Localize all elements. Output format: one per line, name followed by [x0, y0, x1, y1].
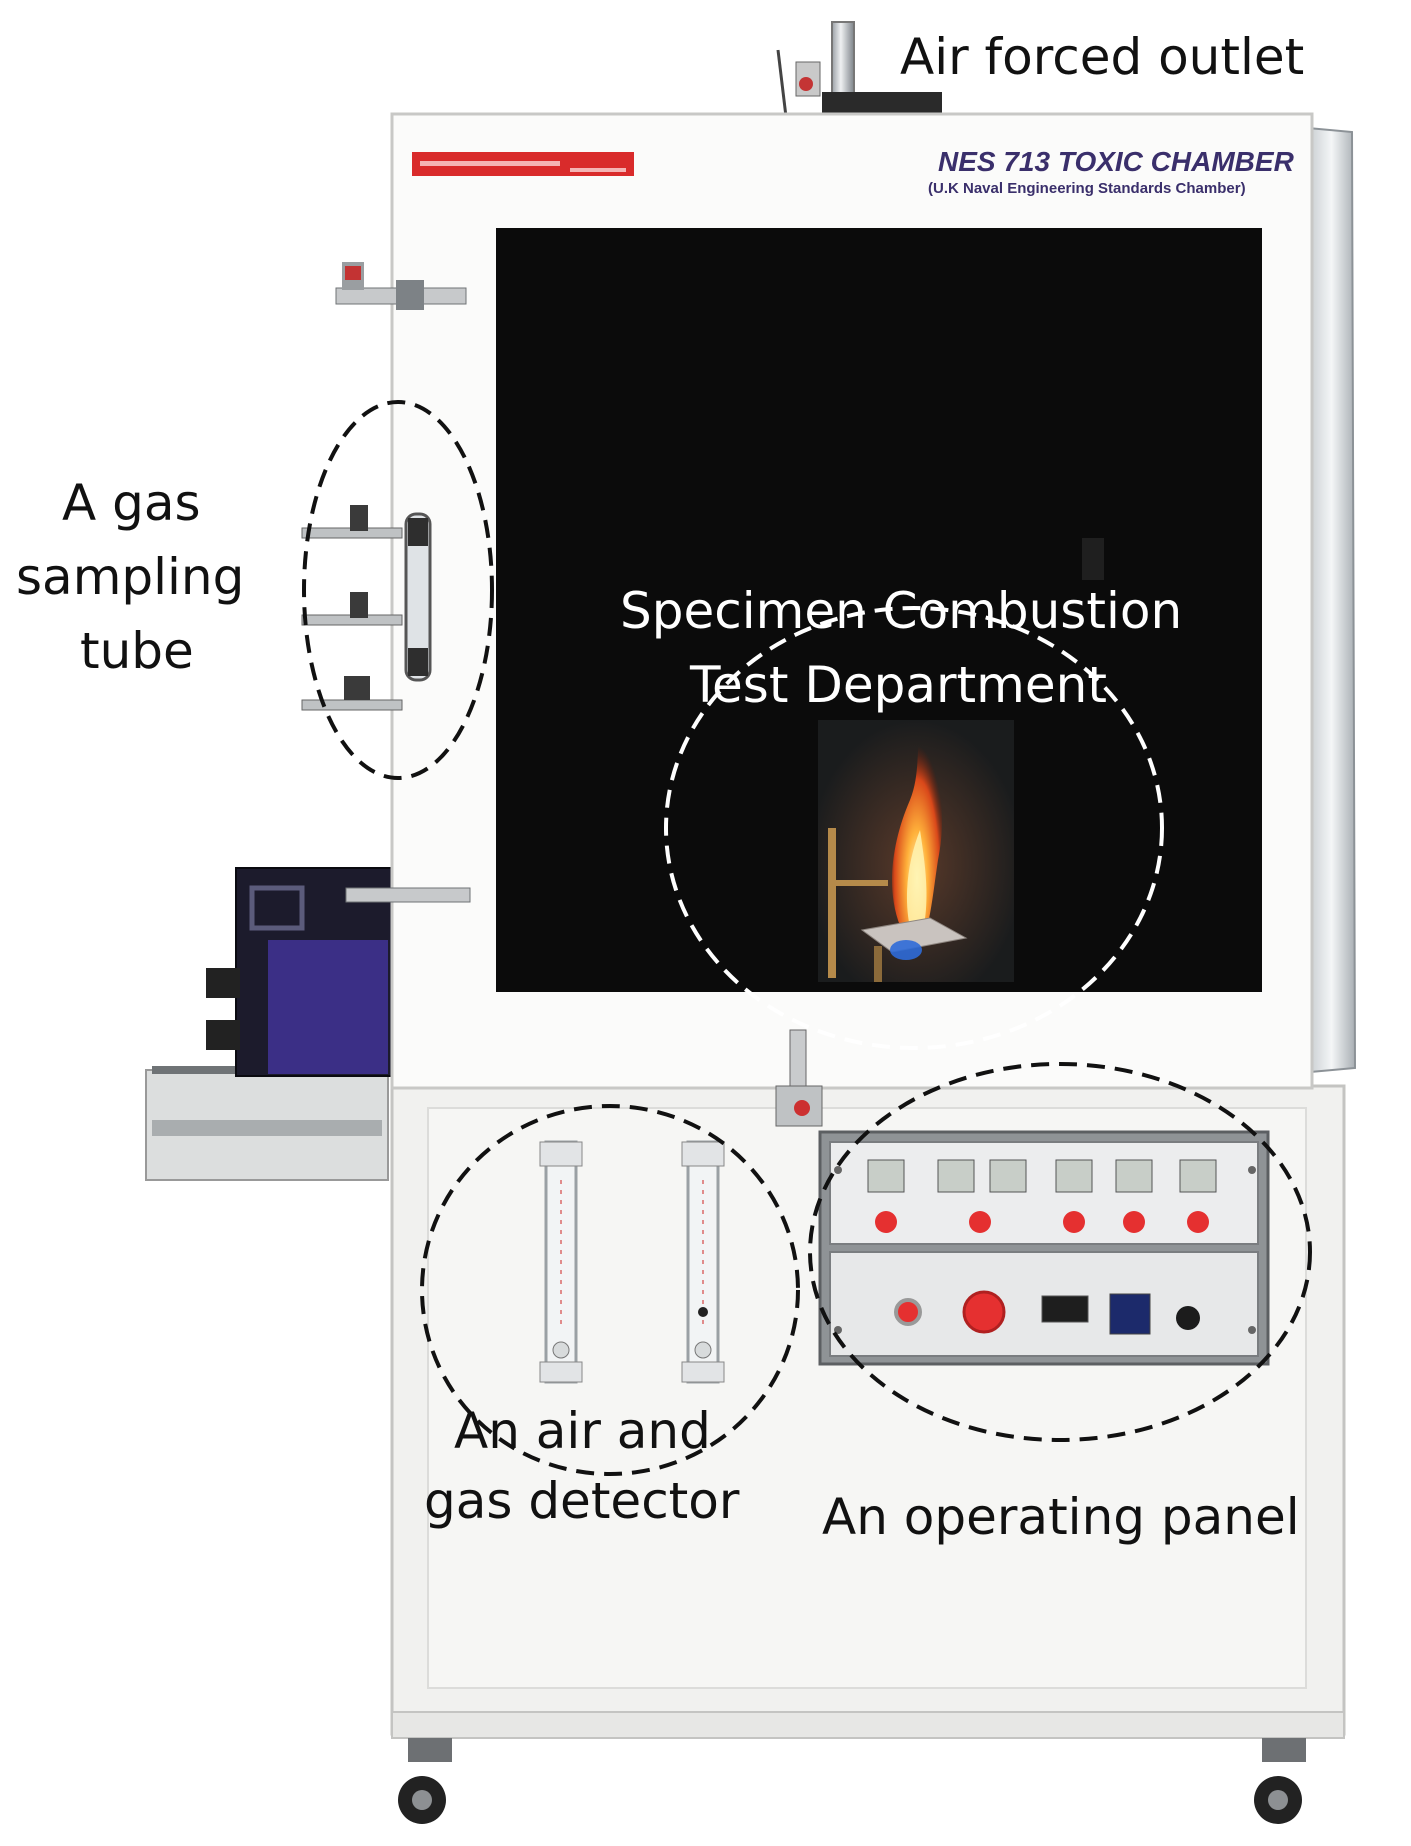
- flow-meter-right: [681, 1140, 725, 1384]
- gas-sampling-valves: [301, 505, 432, 711]
- label-detector-line-2: gas detector: [424, 1472, 740, 1530]
- selector-knob: [1176, 1306, 1200, 1330]
- door-latch: [775, 1029, 823, 1127]
- panel-timers: [867, 1159, 1217, 1193]
- door-clamps: [335, 262, 471, 903]
- caster-wheels: [398, 1738, 1306, 1824]
- detector-outline: [420, 1104, 800, 1476]
- nameplate-title: NES 713 TOXIC CHAMBER: [938, 146, 1294, 177]
- label-gas-tube-line-1: A gas: [62, 474, 201, 532]
- panel-counter: [1041, 1295, 1089, 1323]
- flame-test-inset: [818, 720, 1014, 982]
- label-gas-tube-line-2: sampling: [16, 548, 245, 606]
- panel-buttons: [875, 1211, 1209, 1334]
- label-gas-tube-line-3: tube: [80, 622, 194, 680]
- gas-tube-outline: [302, 400, 494, 780]
- combustion-outline: [664, 606, 1164, 1050]
- temperature-controller: [1109, 1293, 1151, 1335]
- label-specimen-line-1: Specimen Combustion: [620, 582, 1183, 640]
- panel-outline: [808, 1062, 1312, 1442]
- label-detector-line-1: An air and: [454, 1402, 711, 1460]
- operating-panel-hardware: [818, 1130, 1270, 1366]
- side-panel: [1306, 126, 1357, 1074]
- flow-meter-left: [539, 1140, 583, 1384]
- side-tray: [145, 1066, 389, 1181]
- label-air-outlet: Air forced outlet: [900, 28, 1305, 86]
- label-specimen-line-2: Test Department: [690, 656, 1107, 714]
- label-operating-panel: An operating panel: [822, 1488, 1300, 1546]
- nameplate-subtitle: (U.K Naval Engineering Standards Chamber…: [928, 180, 1246, 197]
